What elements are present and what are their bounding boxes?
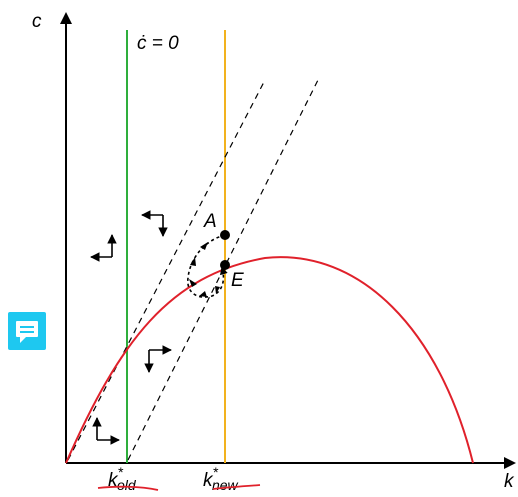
direction-arrow-lower-middle [144,345,172,373]
direction-arrow-lower-left [92,417,120,445]
spiral-arrow-marks [189,242,220,297]
comment-button[interactable] [8,312,46,350]
y-axis-arrowhead [60,12,72,24]
y-axis-label: c [32,11,42,32]
k-old-sup: * [118,464,124,480]
c-dot-zero-label: ċ = 0 [137,33,179,54]
k-new-sub: new [212,477,239,493]
k-new-annotation-stroke [212,484,261,490]
k-new-sup: * [213,464,219,480]
direction-arrow-upper-left [90,234,117,262]
k-new-base: k [203,470,214,491]
k-old-base: k [108,470,119,491]
point-e-label: E [231,270,244,291]
k-old-tick-label: k*old [108,464,137,493]
point-a-label: A [203,211,217,232]
old-saddle-path [67,79,266,461]
x-axis-label: k [504,471,515,492]
x-axis-arrowhead [504,457,516,469]
k-old-sub: old [117,477,137,493]
point-e-dot [220,260,230,270]
k-dot-zero-curve [65,256,474,464]
point-a-dot [220,230,230,240]
comment-icon [16,321,38,343]
k-old-annotation-stroke [97,485,159,491]
direction-arrow-upper-middle [141,210,168,237]
